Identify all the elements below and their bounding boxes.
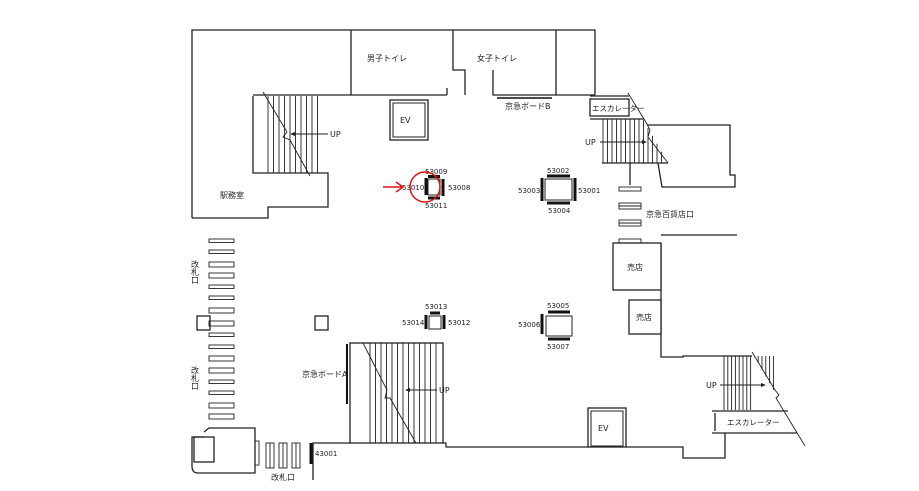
womens-toilet-label: 女子トイレ <box>477 53 517 63</box>
elevator-bottom <box>587 407 627 448</box>
ticket-gate-label-1: 改札口 <box>191 259 200 284</box>
stairs-top-right <box>589 92 669 164</box>
ticket-gate <box>208 307 235 314</box>
up-label-2: UP <box>585 138 596 147</box>
dept-store-exit-label: 京急百貨店口 <box>646 209 694 219</box>
dept-store-gates <box>618 186 642 244</box>
board-53008[interactable]: 53008 <box>448 184 470 192</box>
board-53004[interactable]: 53004 <box>548 207 571 215</box>
ticket-gate <box>208 261 235 268</box>
board-53001[interactable]: 53001 <box>578 187 600 195</box>
ticket-booth <box>191 427 260 474</box>
stairs-left <box>262 91 328 177</box>
board-53010[interactable]: 53010 <box>402 184 424 192</box>
shop-1 <box>612 242 662 291</box>
board-53005[interactable]: 53005 <box>547 302 569 310</box>
board-53002[interactable]: 53002 <box>547 167 569 175</box>
highlight-circle <box>409 171 441 203</box>
pillar <box>314 315 329 331</box>
board-53014[interactable]: 53014 <box>402 319 425 327</box>
board-53013[interactable]: 53013 <box>425 303 447 311</box>
shop-2-label: 売店 <box>636 312 652 322</box>
board-b-label: 京急ボードB <box>505 101 551 111</box>
board-53006[interactable]: 53006 <box>518 321 541 329</box>
ticket-gate <box>208 295 235 300</box>
stairs-bottom-right <box>712 351 806 447</box>
escalator-top-label: エスカレーター <box>592 104 645 113</box>
stairs-bottom-center <box>346 342 444 444</box>
board-group-3 <box>424 311 446 330</box>
walls <box>191 29 752 480</box>
ticket-gate <box>208 379 235 384</box>
pillar <box>196 315 211 331</box>
ticket-gate <box>208 413 235 420</box>
board-group-2 <box>540 174 577 205</box>
board-53003[interactable]: 53003 <box>518 187 540 195</box>
up-label-4: UP <box>706 381 717 390</box>
ticket-gate <box>208 355 235 362</box>
elevator-bottom-label: EV <box>598 424 609 433</box>
ticket-gate <box>208 249 235 254</box>
ticket-gate-label-3: 改札口 <box>271 472 295 482</box>
station-office-label: 駅務室 <box>220 190 244 200</box>
board-53012[interactable]: 53012 <box>448 319 470 327</box>
shop-1-label: 売店 <box>627 262 643 272</box>
mens-toilet-label: 男子トイレ <box>367 54 407 63</box>
board-53009[interactable]: 53009 <box>425 168 447 176</box>
ticket-gates-left <box>208 238 235 420</box>
ticket-gate <box>208 320 235 327</box>
ticket-gate <box>208 367 235 374</box>
red-arrow-icon <box>383 181 405 193</box>
escalator-bottom-label: エスカレーター <box>727 418 780 427</box>
shop-2 <box>628 299 662 335</box>
board-53011[interactable]: 53011 <box>425 202 447 210</box>
elevator-top <box>389 99 429 141</box>
ticket-gate-label-2: 改札口 <box>191 365 200 390</box>
ticket-gate <box>208 390 235 395</box>
ticket-gate <box>208 344 235 349</box>
ticket-gate <box>208 238 235 243</box>
ticket-gate <box>208 402 235 409</box>
ticket-gate <box>208 284 235 289</box>
up-label-3: UP <box>439 386 450 395</box>
elevator-top-label: EV <box>400 116 411 125</box>
ticket-gate <box>208 272 235 279</box>
up-label-1: UP <box>330 130 341 139</box>
board-53007[interactable]: 53007 <box>547 343 569 351</box>
ticket-gates-bottom <box>265 442 301 469</box>
board-group-4 <box>540 310 573 341</box>
board-a-label: 京急ボードA <box>302 369 348 379</box>
ticket-gate <box>208 332 235 337</box>
board-43001-label: 43001 <box>315 450 337 458</box>
